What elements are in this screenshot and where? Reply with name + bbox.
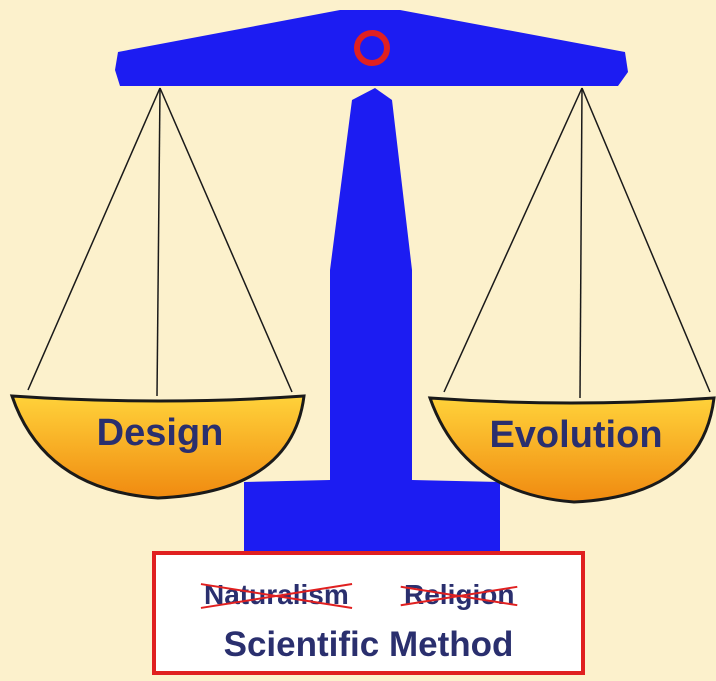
left-pan-strings <box>27 87 293 397</box>
rejected-religion: Religion <box>404 579 514 611</box>
scientific-method-label: Scientific Method <box>223 625 514 664</box>
right-pan <box>427 396 716 504</box>
evolution-label: Evolution <box>489 414 663 456</box>
pivot-ring <box>354 30 390 66</box>
right-pan-strings <box>443 87 711 399</box>
method-box: Naturalism Religion Scientific Method <box>152 551 585 675</box>
scale-stand <box>244 88 500 552</box>
scale-pillar <box>244 88 500 552</box>
scale-beam <box>115 10 628 86</box>
left-pan <box>9 394 306 500</box>
rejected-naturalism: Naturalism <box>204 579 349 611</box>
design-label: Design <box>96 412 224 454</box>
